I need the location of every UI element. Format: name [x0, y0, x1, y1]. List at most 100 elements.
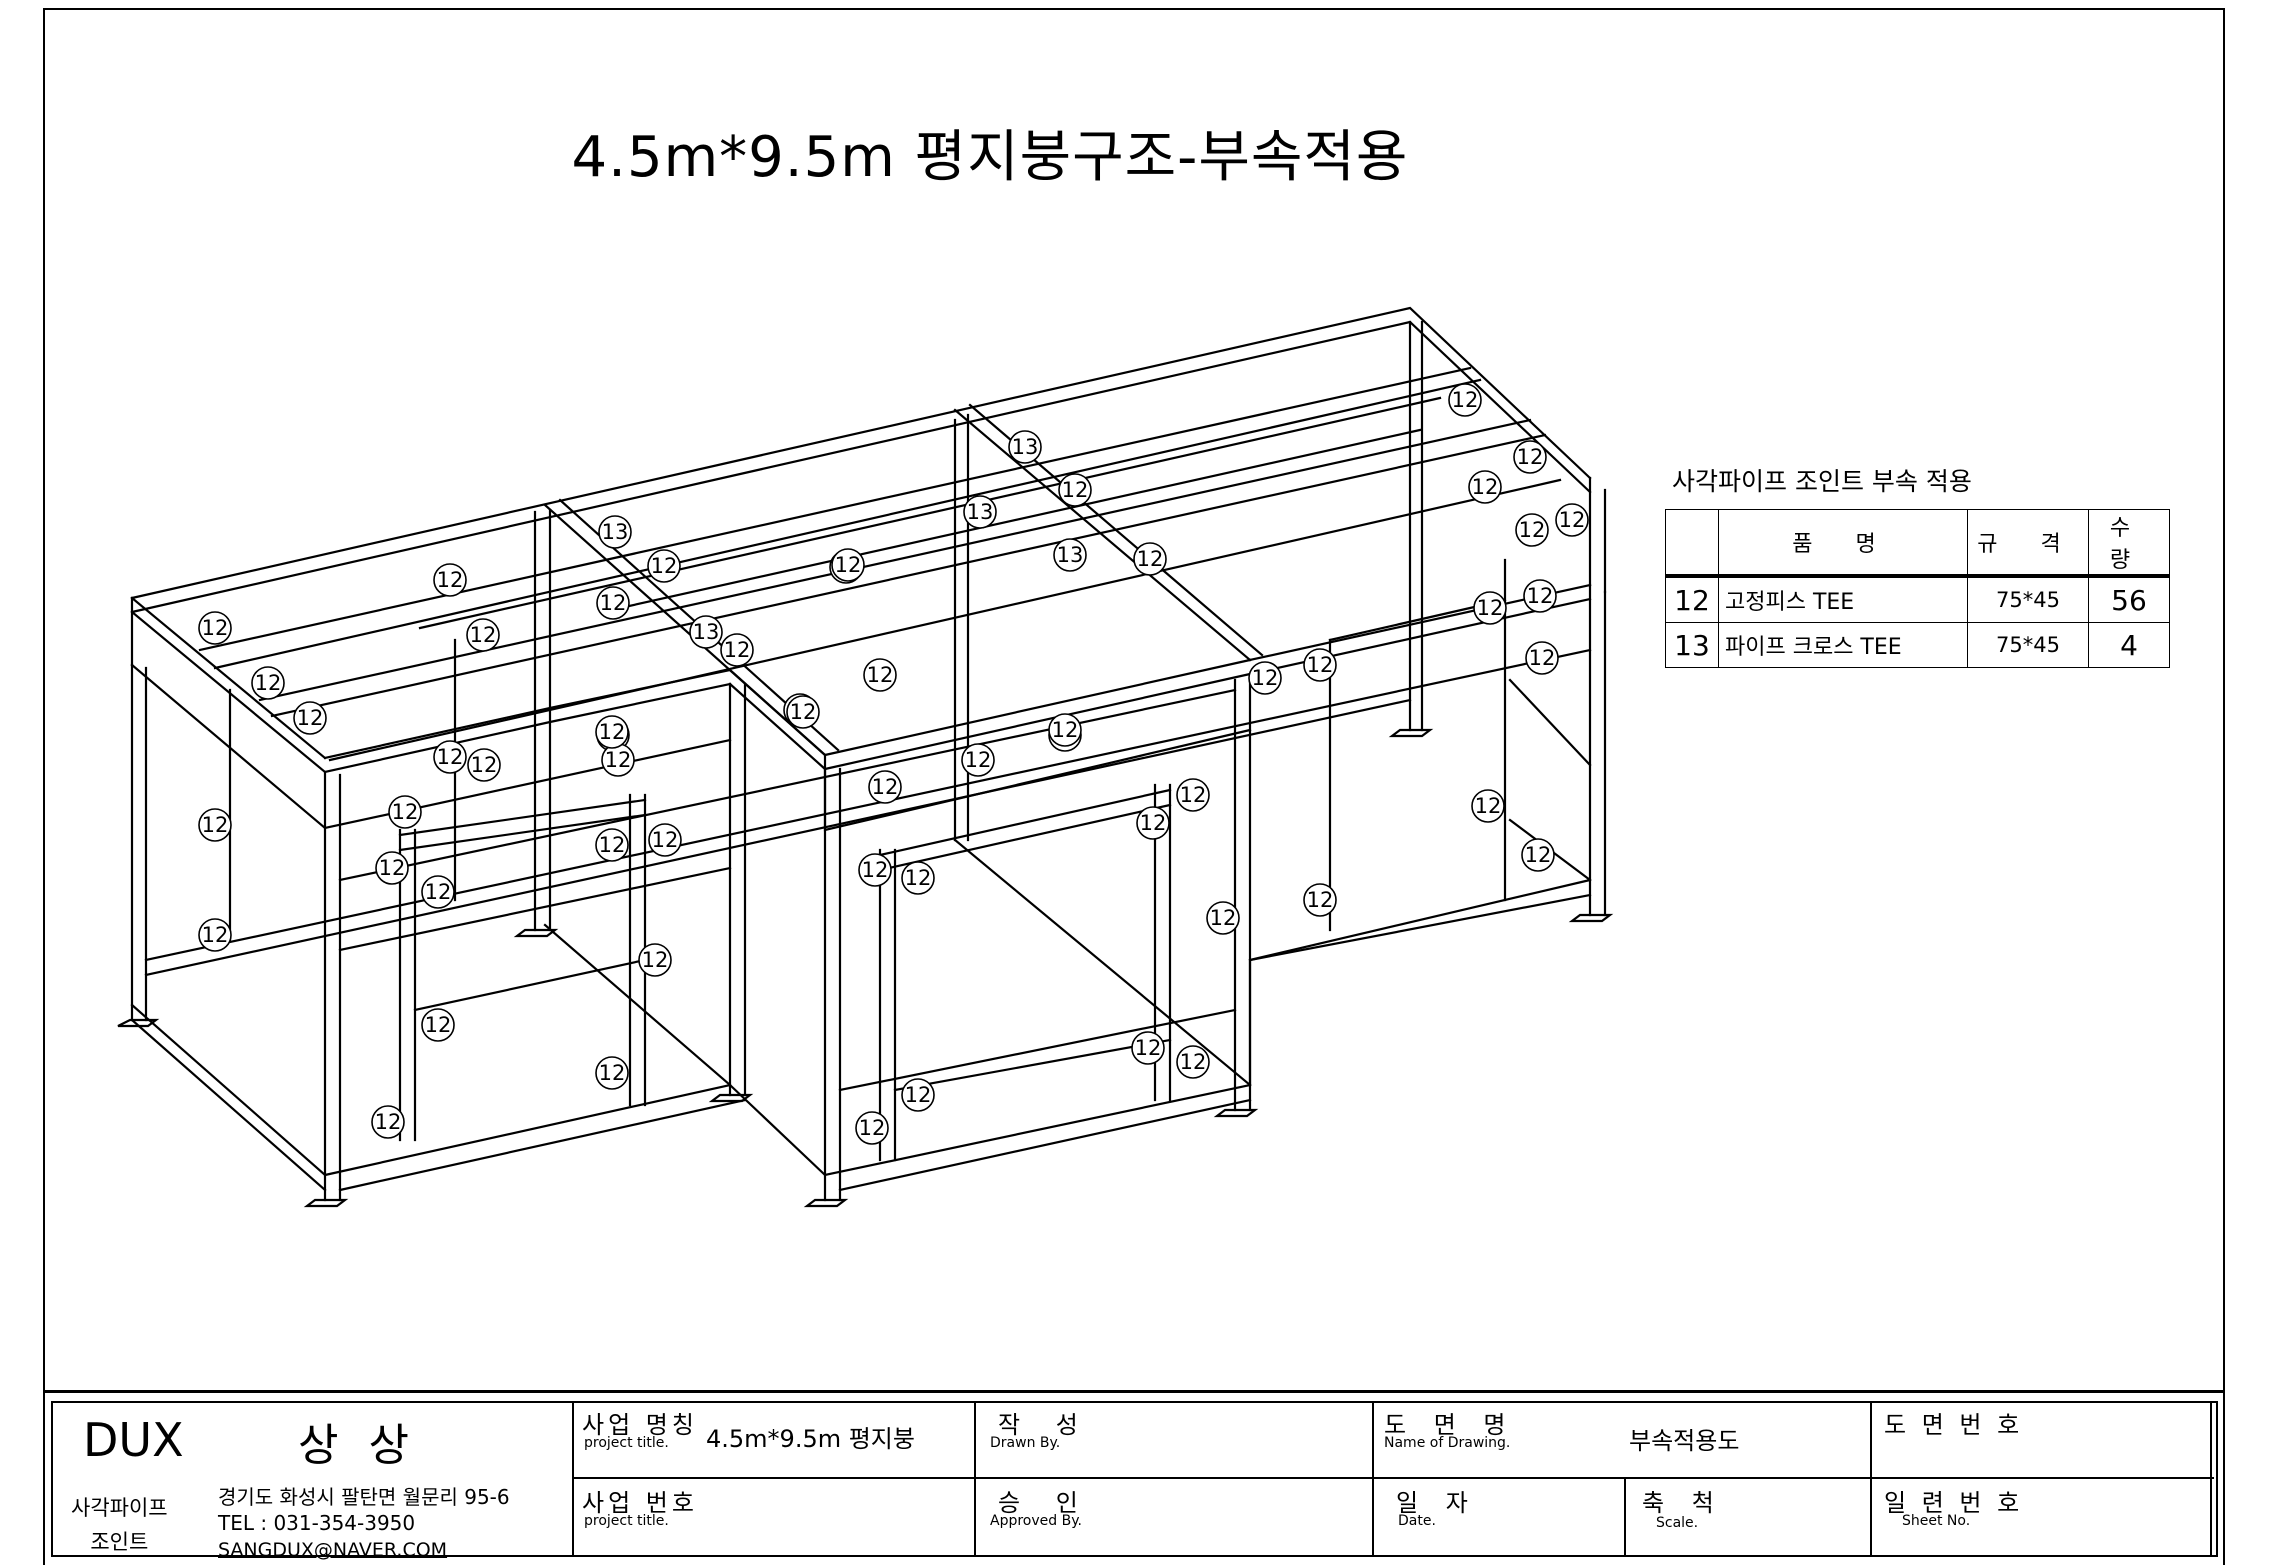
svg-text:12: 12 — [425, 880, 452, 904]
callout-12: 12 — [1513, 440, 1547, 474]
callout-13: 13 — [1008, 430, 1042, 464]
svg-text:12: 12 — [471, 753, 498, 777]
project-no-sub: project title. — [584, 1513, 669, 1529]
sheet-border — [43, 10, 2225, 1565]
callout-12: 12 — [868, 770, 902, 804]
callout-12: 12 — [1303, 648, 1337, 682]
callout-13: 13 — [963, 495, 997, 529]
project-name-label: 사업 명칭 — [582, 1411, 698, 1439]
drawing-name-sub: Name of Drawing. — [1384, 1435, 1511, 1451]
svg-text:12: 12 — [652, 828, 679, 852]
svg-text:12: 12 — [1180, 783, 1207, 807]
part-name: 파이프 크로스 TEE — [1718, 622, 1968, 668]
part-spec: 75*45 — [1967, 575, 2089, 623]
svg-text:12: 12 — [1180, 1050, 1207, 1074]
svg-text:12: 12 — [605, 748, 632, 772]
svg-text:12: 12 — [867, 663, 894, 687]
svg-text:13: 13 — [967, 500, 994, 524]
header-name: 품 명 — [1718, 509, 1968, 577]
svg-text:12: 12 — [1519, 518, 1546, 542]
table-row: 12 고정피스 TEE 75*45 56 — [1665, 575, 2170, 623]
project-name-value: 4.5m*9.5m 평지붕 — [706, 1425, 915, 1453]
approved-label: 승 인 — [998, 1489, 1092, 1517]
callout-12: 12 — [1521, 838, 1555, 872]
sheet-cell: 도 면 번 호 일 련 번 호 Sheet No. — [1872, 1403, 2212, 1555]
company-email: SANGDUX@NAVER.COM — [218, 1539, 448, 1561]
approved-sub: Approved By. — [990, 1513, 1082, 1529]
callout-12: 12 — [1248, 661, 1282, 695]
svg-text:12: 12 — [1525, 843, 1552, 867]
callout-12: 12 — [198, 918, 232, 952]
svg-text:12: 12 — [965, 748, 992, 772]
company-logo: DUX — [83, 1413, 184, 1467]
scale-divider — [1624, 1479, 1626, 1555]
callout-12: 12 — [831, 548, 865, 582]
parts-table-caption: 사각파이프 조인트 부속 적용 — [1672, 467, 1972, 496]
part-name: 고정피스 TEE — [1718, 575, 1968, 623]
callout-12: 12 — [433, 563, 467, 597]
callout-12: 12 — [1133, 542, 1167, 576]
company-address: 경기도 화성시 팔탄면 월문리 95-6 — [218, 1485, 510, 1509]
part-qty: 4 — [2088, 622, 2170, 668]
svg-text:12: 12 — [202, 616, 229, 640]
project-no-label: 사업 번호 — [582, 1489, 698, 1517]
svg-text:12: 12 — [437, 568, 464, 592]
header-qty: 수 량 — [2088, 509, 2170, 577]
svg-text:12: 12 — [599, 720, 626, 744]
project-cell: 사업 명칭 project title. 4.5m*9.5m 평지붕 사업 번호… — [574, 1403, 976, 1555]
callout-12: 12 — [1176, 778, 1210, 812]
header-spec: 규 격 — [1967, 509, 2089, 577]
svg-text:12: 12 — [1137, 547, 1164, 571]
drawing-no-label: 도 면 번 호 — [1884, 1411, 2024, 1439]
callout-12: 12 — [1523, 579, 1557, 613]
parts-table-header: 품 명 규 격 수 량 — [1665, 509, 2170, 577]
callout-13: 13 — [598, 515, 632, 549]
svg-text:12: 12 — [724, 638, 751, 662]
part-no: 12 — [1665, 575, 1719, 623]
svg-text:12: 12 — [379, 856, 406, 880]
svg-text:13: 13 — [693, 620, 720, 644]
svg-text:12: 12 — [375, 1110, 402, 1134]
scale-label: 축 척 — [1642, 1489, 1724, 1517]
callout-12: 12 — [198, 611, 232, 645]
callout-12: 12 — [388, 795, 422, 829]
company-cell: DUX 상 상 사각파이프 조인트 경기도 화성시 팔탄면 월문리 95-6 T… — [53, 1403, 574, 1561]
callout-12: 12 — [1473, 591, 1507, 625]
callout-12: 12 — [647, 549, 681, 583]
svg-text:12: 12 — [835, 553, 862, 577]
callout-12: 12 — [961, 743, 995, 777]
project-name-sub: project title. — [584, 1435, 669, 1451]
svg-text:12: 12 — [202, 923, 229, 947]
callout-12: 12 — [1515, 513, 1549, 547]
svg-text:12: 12 — [600, 591, 627, 615]
callout-12: 12 — [1525, 641, 1559, 675]
sheet-no-label: 일 련 번 호 — [1884, 1489, 2024, 1517]
callout-12: 12 — [720, 633, 754, 667]
callout-12: 12 — [596, 586, 630, 620]
callout-12: 12 — [901, 1078, 935, 1112]
svg-text:12: 12 — [470, 623, 497, 647]
callout-12: 12 — [466, 618, 500, 652]
svg-text:12: 12 — [872, 775, 899, 799]
svg-text:12: 12 — [1475, 794, 1502, 818]
drawn-label: 작 성 — [998, 1411, 1092, 1439]
parts-table: 품 명 규 격 수 량 12 고정피스 TEE 75*45 56 13 파이프 … — [1665, 509, 2170, 668]
svg-text:12: 12 — [202, 813, 229, 837]
steel-frame — [117, 306, 1614, 1208]
svg-text:12: 12 — [437, 745, 464, 769]
callout-12: 12 — [863, 658, 897, 692]
svg-text:13: 13 — [602, 520, 629, 544]
callout-12: 12 — [421, 1008, 455, 1042]
callout-12: 12 — [595, 715, 629, 749]
callout-12: 12 — [1206, 901, 1240, 935]
svg-text:12: 12 — [1307, 653, 1334, 677]
callout-12: 12 — [1468, 470, 1502, 504]
part-qty: 56 — [2088, 575, 2170, 623]
svg-text:12: 12 — [255, 671, 282, 695]
svg-text:12: 12 — [392, 800, 419, 824]
svg-text:12: 12 — [642, 948, 669, 972]
svg-text:12: 12 — [862, 858, 889, 882]
callout-12: 12 — [467, 748, 501, 782]
svg-text:12: 12 — [1472, 475, 1499, 499]
svg-text:12: 12 — [1559, 508, 1586, 532]
